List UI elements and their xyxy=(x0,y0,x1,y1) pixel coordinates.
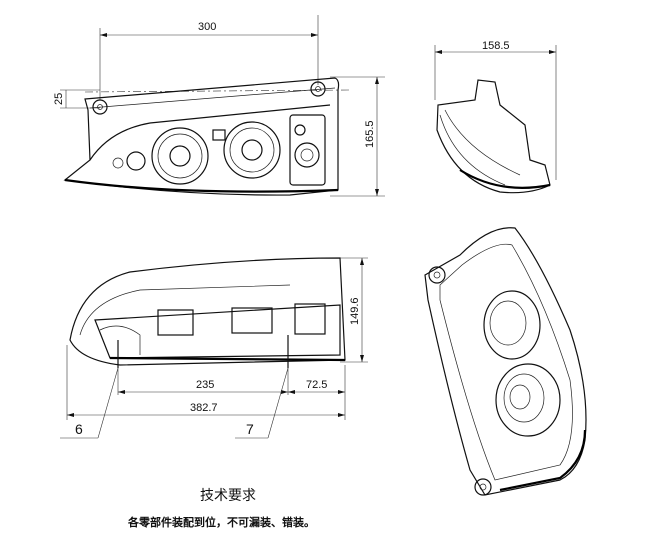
notes-title: 技术要求 xyxy=(200,488,256,504)
dim-bottom-total: 382.7 xyxy=(190,402,218,414)
dim-front-offset: 25 xyxy=(53,93,65,105)
dim-bottom-height: 149.6 xyxy=(349,297,361,325)
notes-text: 各零部件装配到位，不可漏装、错装。 xyxy=(127,515,315,529)
callout-6: 6 xyxy=(75,421,83,437)
dim-bottom-span-a: 235 xyxy=(196,379,214,391)
side-view: 158.5 xyxy=(434,40,557,194)
lens-view xyxy=(424,227,587,496)
bottom-view: 149.6 235 72.5 382.7 6 7 xyxy=(60,257,368,439)
dim-bottom-span-b: 72.5 xyxy=(306,379,327,391)
dim-side-width: 158.5 xyxy=(482,40,510,52)
callout-7: 7 xyxy=(246,421,254,437)
dim-front-width: 300 xyxy=(198,21,216,33)
front-view: 300 25 165.5 xyxy=(53,15,385,197)
technical-notes: 技术要求 各零部件装配到位，不可漏装、错装。 xyxy=(127,488,315,529)
dim-front-height: 165.5 xyxy=(364,120,376,148)
